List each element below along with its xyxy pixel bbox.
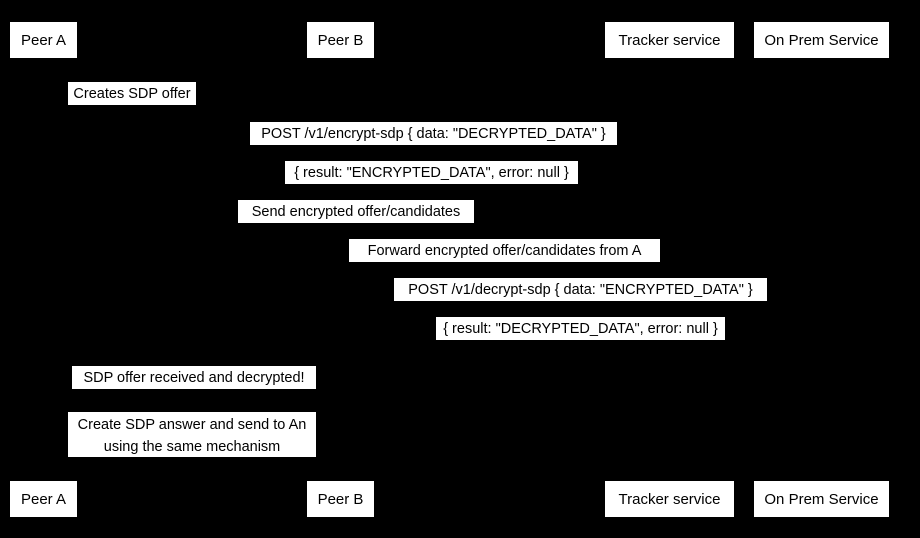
participant-header-tracker-service[interactable]: Tracker service [605,22,734,58]
arrow-post-decrypt-sdp [340,301,821,302]
message-label-send-encrypted-offer[interactable]: Send encrypted offer/candidates [238,200,474,223]
participant-header-tracker-service-label: Tracker service [618,31,721,49]
message-label-sdp-offer-received[interactable]: SDP offer received and decrypted! [72,366,316,389]
lifeline-on-prem-service [821,57,822,481]
participant-footer-tracker-service-label: Tracker service [618,490,721,508]
participant-header-peer-b-label: Peer B [317,31,364,49]
arrow-post-encrypt-sdp [43,145,821,146]
participant-header-peer-b[interactable]: Peer B [307,22,374,58]
participant-footer-tracker-service[interactable]: Tracker service [605,481,734,517]
arrow-forward-encrypted-offer [340,262,669,263]
participant-header-peer-a[interactable]: Peer A [10,22,77,58]
participant-header-on-prem-service-label: On Prem Service [764,31,879,49]
participant-footer-peer-b[interactable]: Peer B [307,481,374,517]
lifeline-tracker-service [669,57,670,481]
participant-footer-on-prem-service-label: On Prem Service [764,490,879,508]
participant-footer-peer-b-label: Peer B [317,490,364,508]
participant-footer-on-prem-service[interactable]: On Prem Service [754,481,889,517]
lifeline-peer-a [43,57,44,481]
lifeline-peer-b [340,57,341,481]
message-label-result-encrypted-data[interactable]: { result: "ENCRYPTED_DATA", error: null … [285,161,578,184]
participant-header-peer-a-label: Peer A [20,31,67,49]
arrow-send-encrypted-offer [43,223,669,224]
arrow-create-sdp-answer [43,457,103,458]
arrow-result-encrypted-data [43,184,821,185]
arrow-result-decrypted-data [340,340,821,341]
participant-header-on-prem-service[interactable]: On Prem Service [754,22,889,58]
message-label-creates-sdp-offer[interactable]: Creates SDP offer [68,82,196,105]
message-label-result-decrypted-data[interactable]: { result: "DECRYPTED_DATA", error: null … [436,317,725,340]
arrow-sdp-offer-received [43,389,103,390]
participant-footer-peer-a-label: Peer A [20,490,67,508]
message-label-forward-encrypted-offer[interactable]: Forward encrypted offer/candidates from … [349,239,660,262]
participant-footer-peer-a[interactable]: Peer A [10,481,77,517]
arrow-creates-sdp-offer [43,105,103,106]
message-label-create-sdp-answer[interactable]: Create SDP answer and send to An using t… [68,412,316,457]
message-label-post-encrypt-sdp[interactable]: POST /v1/encrypt-sdp { data: "DECRYPTED_… [250,122,617,145]
message-label-post-decrypt-sdp[interactable]: POST /v1/decrypt-sdp { data: "ENCRYPTED_… [394,278,767,301]
